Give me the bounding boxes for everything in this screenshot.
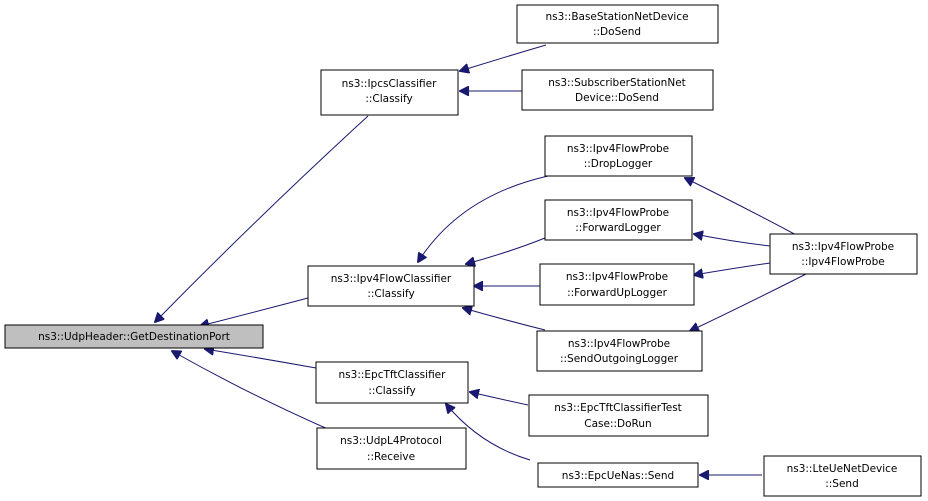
node-label-line1: ns3::Ipv4FlowClassifier [331, 273, 452, 285]
node-label-line1: ns3::Ipv4FlowProbe [567, 207, 669, 219]
node-label-line2: ::Send [825, 478, 859, 490]
node-label-line2: ::Classify [365, 93, 412, 105]
edge-udpl4-to-root [172, 351, 331, 431]
node-label-line1: ns3::Ipv4FlowProbe [792, 241, 894, 253]
node-label-line2: ::Classify [368, 385, 415, 397]
edge-ipcs-to-root [155, 115, 369, 322]
node-udpheader-getdestinationport[interactable]: ns3::UdpHeader::GetDestinationPort [4, 324, 264, 349]
node-udpl4protocol-receive[interactable]: ns3::UdpL4Protocol ::Receive [316, 427, 467, 470]
node-label-line2: ::SendOutgoingLogger [560, 353, 679, 365]
edge-probe-to-fwd [694, 234, 771, 247]
node-basestationnetdevice-dosend[interactable]: ns3::BaseStationNetDevice ::DoSend [516, 4, 719, 44]
node-ipv4flowprobe-forwardlogger[interactable]: ns3::Ipv4FlowProbe ::ForwardLogger [544, 199, 693, 241]
node-label-line1: ns3::Ipv4FlowProbe [567, 143, 669, 155]
node-epctftclassifiertestcase-dorun[interactable]: ns3::EpcTftClassifierTest Case::DoRun [528, 394, 709, 437]
node-label-line1: ns3::Ipv4FlowProbe [568, 338, 670, 350]
edge-fwd-to-ipv4c [466, 237, 546, 264]
edge-epcc-to-root [205, 349, 317, 369]
node-label-line1: ns3::IpcsClassifier [342, 78, 438, 90]
edge-sendout-to-ipv4c [463, 308, 546, 331]
node-label-line1: ns3::BaseStationNetDevice [545, 11, 688, 23]
node-ipv4flowclassifier-classify[interactable]: ns3::Ipv4FlowClassifier ::Classify [307, 265, 475, 307]
node-epcuenas-send[interactable]: ns3::EpcUeNas::Send [537, 462, 699, 488]
node-label-line1: ns3::Ipv4FlowProbe [566, 271, 668, 283]
edge-epctest-to-epcc [470, 392, 529, 406]
node-subscriberstationnetdevice-dosend[interactable]: ns3::SubscriberStationNet Device::DoSend [521, 69, 714, 111]
node-ipv4flowprobe-forwarduplogger[interactable]: ns3::Ipv4FlowProbe ::ForwardUpLogger [539, 263, 695, 306]
edge-probe-to-drop [685, 178, 801, 238]
edge-drop-to-ipv4c [418, 175, 549, 262]
edge-probe-to-sendout [690, 272, 809, 331]
edge-probe-to-fwdup [694, 262, 771, 275]
edges [155, 44, 809, 475]
node-label-line1: ns3::LteUeNetDevice [787, 463, 898, 475]
node-label-line1: ns3::EpcTftClassifierTest [554, 402, 682, 414]
node-label-line2: Case::DoRun [584, 418, 651, 430]
node-ipcsclassifier-classify[interactable]: ns3::IpcsClassifier ::Classify [320, 69, 459, 116]
node-label-line2: ::Receive [367, 451, 415, 463]
node-epctftclassifier-classify[interactable]: ns3::EpcTftClassifier ::Classify [315, 361, 469, 404]
node-label-line1: ns3::SubscriberStationNet [548, 77, 686, 89]
node-lteuenetdevice-send[interactable]: ns3::LteUeNetDevice ::Send [763, 455, 922, 497]
node-label-line2: ::DropLogger [584, 158, 653, 170]
node-ipv4flowprobe-droplogger[interactable]: ns3::Ipv4FlowProbe ::DropLogger [544, 135, 693, 177]
node-label: ns3::EpcUeNas::Send [562, 470, 674, 482]
node-label-line2: Device::DoSend [575, 92, 659, 104]
node-label-line2: ::Ipv4FlowProbe [801, 256, 884, 268]
node-label-line2: ::Classify [367, 288, 414, 300]
node-label-line1: ns3::UdpL4Protocol [340, 435, 442, 447]
edge-epcue-to-epcc [446, 404, 531, 461]
node-label-line2: ::DoSend [593, 26, 641, 38]
node-label-line2: ::ForwardUpLogger [567, 287, 668, 299]
node-label: ns3::UdpHeader::GetDestinationPort [38, 331, 230, 343]
node-ipv4flowprobe-ipv4flowprobe[interactable]: ns3::Ipv4FlowProbe ::Ipv4FlowProbe [769, 233, 918, 275]
node-label-line1: ns3::EpcTftClassifier [339, 369, 447, 381]
edge-ipv4c-to-root [200, 297, 309, 326]
node-ipv4flowprobe-sendoutgoinglogger[interactable]: ns3::Ipv4FlowProbe ::SendOutgoingLogger [536, 330, 703, 372]
edge-bs-to-ipcs [460, 44, 547, 71]
node-label-line2: ::ForwardLogger [575, 222, 661, 234]
